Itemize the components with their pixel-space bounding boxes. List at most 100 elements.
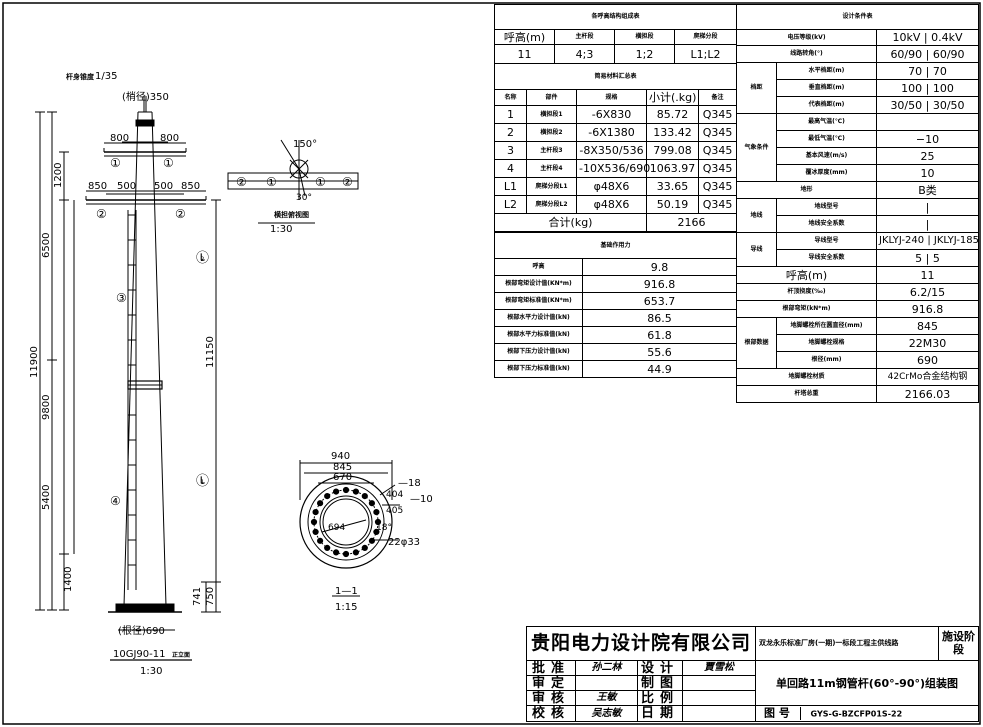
sec-dim-694: 694	[328, 523, 345, 533]
plan-angle-150: 150°	[293, 139, 317, 150]
sign-check: 吴志敏	[575, 705, 638, 722]
structure-cell: 11	[494, 44, 555, 64]
plan-mark-1b: ①	[315, 175, 326, 189]
material-cell: 横担段1	[526, 105, 577, 124]
material-cell: Q345	[697, 141, 738, 160]
elevation-title: 10GJ90-11	[113, 649, 165, 660]
material-total-value: 2166	[645, 213, 738, 232]
sec-dim-18: —18	[398, 478, 421, 489]
material-cell: 主杆段3	[526, 141, 577, 160]
section-title: 1—1	[335, 586, 358, 597]
bolt-hole	[374, 518, 382, 526]
sec-dim-670: 670	[333, 472, 352, 483]
material-cell: 1063.97	[646, 159, 699, 178]
bolt-hole	[361, 493, 368, 500]
material-header: 名称	[494, 89, 527, 106]
section-view	[299, 460, 400, 597]
design-value: 10kV | 0.4kV	[876, 29, 979, 46]
design-group-weather: 气象条件	[736, 113, 777, 182]
sign-design: 賈雪松	[681, 660, 757, 676]
role-design: 设计	[637, 660, 683, 676]
design-value: |	[876, 215, 979, 233]
material-cell: -6X830	[576, 105, 647, 124]
bolt-hole	[342, 486, 350, 494]
figure-number: GYS-G-BZCFP01S-22	[810, 709, 903, 719]
bolt-hole	[352, 488, 359, 495]
bolt-hole	[368, 537, 375, 544]
structure-header-arm: 横担段	[614, 29, 675, 45]
foundation-label: 呼高	[494, 258, 583, 276]
drawing-name: 单回路11m钢管杆(60°-90°)组装图	[755, 660, 980, 706]
material-table-title: 简易材料汇总表	[493, 63, 738, 90]
design-label: 电压等级(kV)	[736, 29, 877, 46]
crossarm-plan-view	[227, 139, 359, 224]
dim-5400: 5400	[41, 485, 52, 510]
dim-850b: 850	[181, 181, 200, 192]
design-label: 地脚螺栓所在圆直径(mm)	[776, 317, 877, 335]
dim-850a: 850	[88, 181, 107, 192]
design-value: 5 | 5	[876, 249, 979, 267]
structure-header-height: 呼高(m)	[494, 29, 555, 45]
plan-mark-1a: ①	[266, 175, 277, 189]
design-value	[876, 113, 979, 131]
structure-header-main: 主杆段	[554, 29, 615, 45]
material-cell: 133.42	[646, 123, 699, 142]
material-cell: -8X350/536	[576, 141, 647, 160]
design-value: 11	[876, 266, 979, 284]
bolt-hole	[361, 544, 368, 552]
design-value: 100 | 100	[876, 79, 979, 97]
design-label: 导线型号	[776, 232, 877, 250]
foundation-label: 根部下压力设计值(kN)	[494, 343, 583, 361]
taper-label: 杆身锥度	[66, 72, 95, 81]
role-check: 校核	[526, 705, 576, 722]
section-scale: 1:15	[335, 602, 357, 613]
design-label: 线路转角(°)	[736, 45, 877, 63]
design-label: 地线型号	[776, 198, 877, 216]
design-value: 10	[876, 164, 979, 182]
sec-angle-18: 18°	[376, 523, 392, 533]
material-cell: 799.08	[646, 141, 699, 160]
bolt-hole	[312, 528, 319, 536]
material-cell: φ48X6	[576, 177, 647, 196]
foundation-value: 653.7	[581, 292, 738, 310]
bolt-hole	[373, 508, 380, 516]
design-label: 垂直档距(m)	[776, 79, 877, 97]
role-review: 审核	[526, 690, 576, 706]
foundation-value: 55.6	[581, 343, 738, 361]
dim-1200: 1200	[53, 163, 64, 188]
design-label: 导线安全系数	[776, 249, 877, 267]
material-header: 规格	[576, 89, 647, 106]
plan-scale: 1:30	[270, 224, 292, 235]
bolt-hole	[352, 549, 359, 556]
design-label: 地形	[736, 181, 877, 199]
dim-11150: 11150	[205, 336, 216, 368]
design-group-conductor: 导线	[736, 232, 777, 267]
dim-6500: 6500	[41, 233, 52, 258]
bolt-hole	[333, 549, 340, 556]
design-value: 6.2/15	[876, 283, 979, 301]
foundation-label: 根部弯矩标准值(KN*m)	[494, 292, 583, 310]
dim-500a: 500	[117, 181, 136, 192]
design-value: 845	[876, 317, 979, 335]
design-value: 690	[876, 351, 979, 369]
bottom-diameter-label: (根径)690	[118, 624, 165, 637]
structure-header-ladder: 爬梯分段	[673, 29, 738, 45]
elevation-scale: 1:30	[140, 666, 162, 677]
mark-2-right: ②	[175, 207, 186, 221]
material-cell: 2	[494, 123, 527, 142]
bolt-hole	[317, 537, 324, 544]
foundation-value: 61.8	[581, 326, 738, 344]
role-scale: 比例	[637, 690, 683, 706]
foundation-value: 86.5	[581, 309, 738, 327]
design-table-title: 设计条件表	[736, 4, 979, 30]
design-value: JKLYJ-240 | JKLYJ-185	[876, 232, 979, 250]
mark-3: ③	[116, 291, 127, 305]
mark-4: ④	[110, 494, 121, 508]
elevation-title-suffix: 正立面	[172, 651, 190, 659]
design-label: 最高气温(℃)	[776, 113, 877, 131]
foundation-value: 916.8	[581, 275, 738, 293]
sec-dim-10: —10	[410, 494, 433, 505]
